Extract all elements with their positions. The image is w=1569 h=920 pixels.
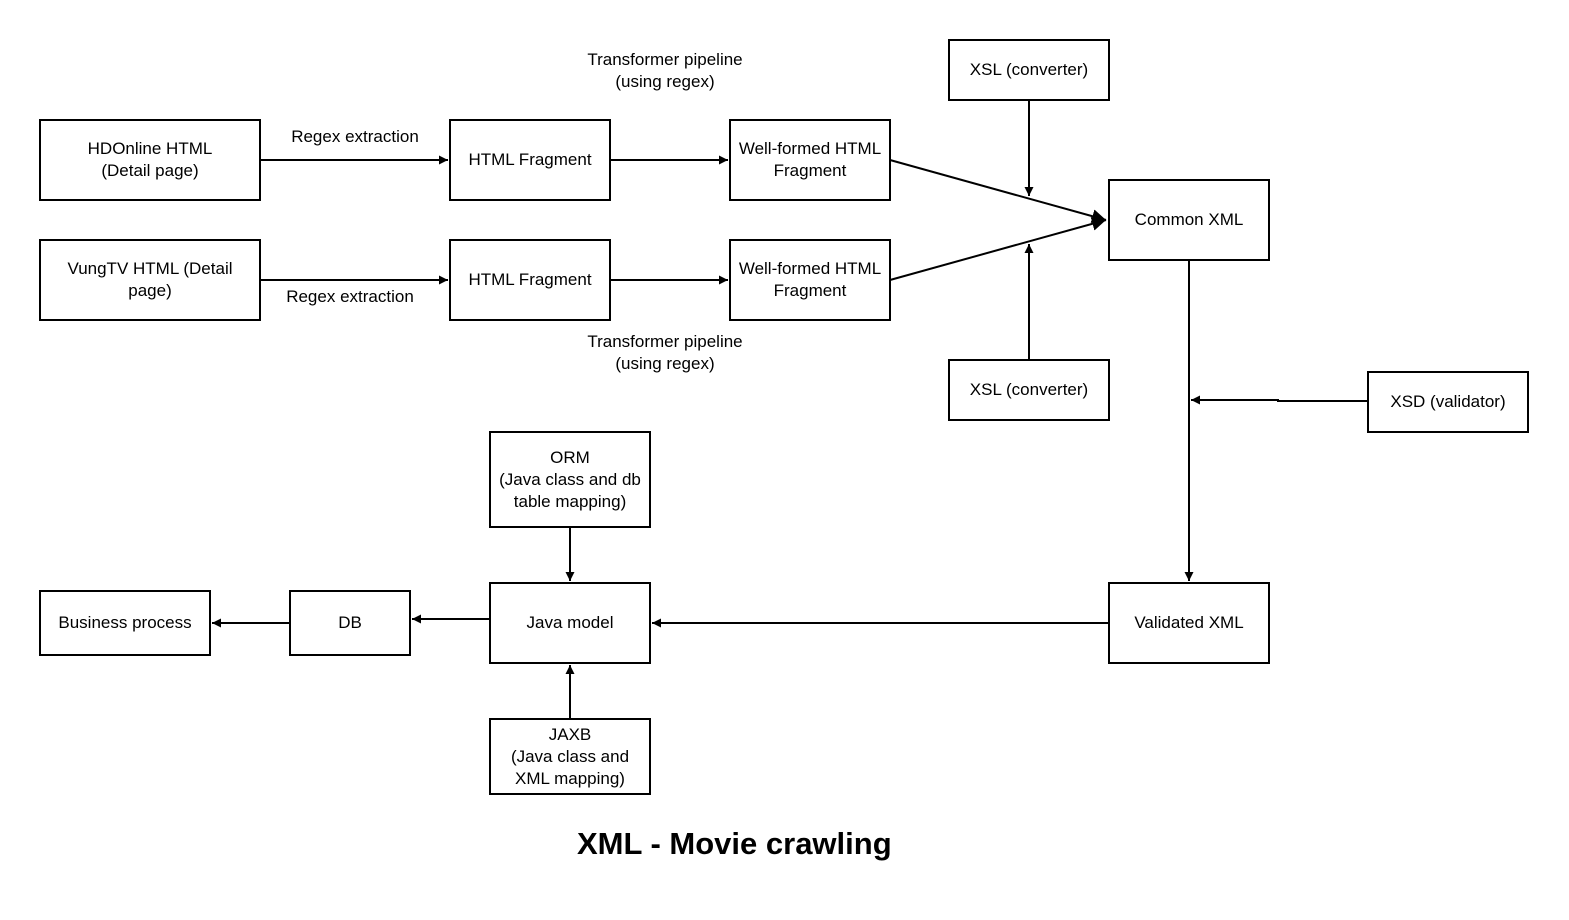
node-hdonline-html: HDOnline HTML (Detail page) [39,119,261,201]
node-business-process: Business process [39,590,211,656]
label-transformer-pipeline-bottom: Transformer pipeline (using regex) [587,332,743,373]
node-html-fragment-top: HTML Fragment [449,119,611,201]
label-regex-extraction-top: Regex extraction [291,127,419,146]
edge-xsd-to-connector [1191,395,1368,405]
node-xsl-converter-bottom: XSL (converter) [948,359,1110,421]
node-validated-xml: Validated XML [1108,582,1270,664]
edge-wellformed-bottom-to-common-xml [889,217,1107,281]
node-common-xml: Common XML [1108,179,1270,261]
edge-wellformed-top-to-common-xml [889,159,1107,223]
node-wellformed-fragment-bottom: Well-formed HTML Fragment [729,239,891,321]
node-html-fragment-bottom: HTML Fragment [449,239,611,321]
label-transformer-pipeline-top: Transformer pipeline (using regex) [587,50,743,91]
node-db: DB [289,590,411,656]
node-vungtv-html: VungTV HTML (Detail page) [39,239,261,321]
diagram-title: XML - Movie crawling [577,826,892,861]
node-orm: ORM (Java class and db table mapping) [489,431,651,528]
node-xsd-validator: XSD (validator) [1367,371,1529,433]
node-java-model: Java model [489,582,651,664]
label-regex-extraction-bottom: Regex extraction [286,287,414,306]
node-jaxb: JAXB (Java class and XML mapping) [489,718,651,795]
node-xsl-converter-top: XSL (converter) [948,39,1110,101]
node-wellformed-fragment-top: Well-formed HTML Fragment [729,119,891,201]
